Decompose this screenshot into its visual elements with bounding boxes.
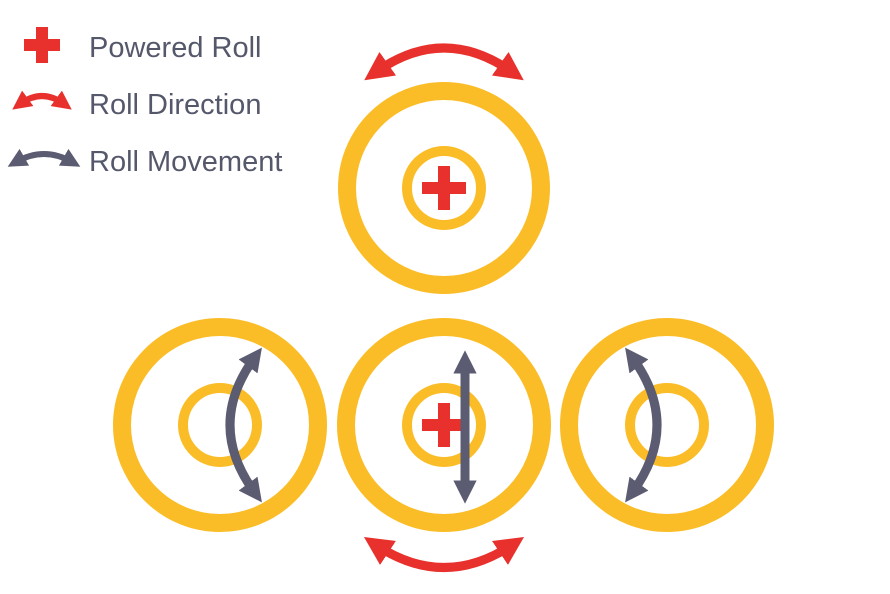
curved-double-arrow-icon <box>12 90 72 110</box>
roll-bottom-center <box>337 318 551 572</box>
roll-hub-ring <box>402 383 486 467</box>
powered-plus-icon <box>422 166 466 210</box>
roll-top <box>338 43 550 294</box>
roll-outer-ring <box>338 82 550 294</box>
plus-icon <box>24 27 60 63</box>
legend: Powered Roll Roll Direction Roll Movemen… <box>7 27 282 178</box>
curved-double-arrow-icon <box>7 148 81 167</box>
roll-hub-ring <box>178 383 262 467</box>
legend-label-powered-roll: Powered Roll <box>89 32 261 64</box>
roll-outer-ring <box>560 318 774 532</box>
roll-movement-arrow <box>225 347 262 503</box>
legend-label-roll-direction: Roll Direction <box>89 89 261 121</box>
legend-label-roll-movement: Roll Movement <box>89 146 282 178</box>
powered-plus-icon <box>422 403 466 447</box>
roll-outer-ring <box>113 318 327 532</box>
roll-hub-ring <box>625 383 709 467</box>
roll-direction-arrow <box>364 43 524 81</box>
roll-movement-arrow <box>625 347 662 503</box>
roll-outer-ring <box>337 318 551 532</box>
legend-item-roll-direction: Roll Direction <box>12 89 261 121</box>
roll-direction-arrow <box>363 537 525 572</box>
legend-item-roll-movement: Roll Movement <box>7 146 282 178</box>
legend-item-powered-roll: Powered Roll <box>24 27 261 64</box>
roll-hub-ring <box>402 146 486 230</box>
roll-bottom-right <box>560 318 774 532</box>
roll-bottom-left <box>113 318 327 532</box>
